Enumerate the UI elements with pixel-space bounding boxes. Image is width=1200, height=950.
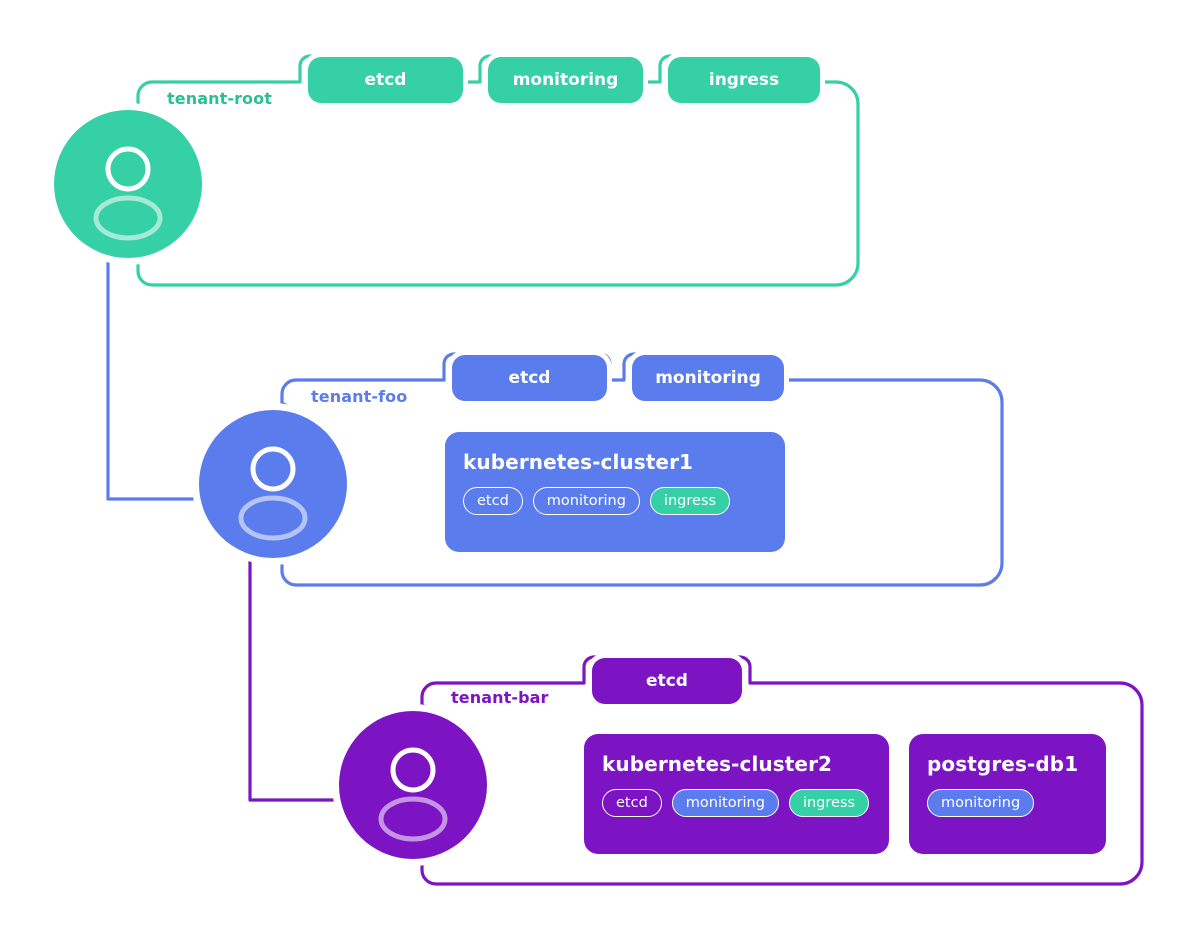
resource-card-kubernetes-cluster2[interactable]: kubernetes-cluster2 etcd monitoring ingr… [584,734,889,854]
chip-monitoring[interactable]: monitoring [671,789,779,817]
resource-card-title: postgres-db1 [927,752,1079,776]
tenant-foo-service-etcd[interactable]: etcd [452,355,607,401]
tenant-bar-container-outline [420,655,1144,886]
chip-ingress[interactable]: ingress [649,487,731,515]
tenant-foo-avatar[interactable] [199,410,347,558]
tenant-root-service-etcd[interactable]: etcd [308,57,463,103]
chip-monitoring[interactable]: monitoring [532,487,640,515]
resource-card-title: kubernetes-cluster2 [602,752,833,776]
tenant-foo-service-monitoring[interactable]: monitoring [632,355,784,401]
tenant-bar-label: tenant-bar [451,688,549,707]
connector-root-to-foo [106,260,198,501]
user-avatar-icon [93,146,163,241]
user-avatar-icon [378,747,448,842]
tenant-root-service-monitoring[interactable]: monitoring [488,57,643,103]
service-badge-label: etcd [508,368,551,388]
tenant-root-container-outline [136,54,860,287]
service-badge-label: etcd [364,70,407,90]
chip-etcd[interactable]: etcd [463,487,523,515]
chip-ingress[interactable]: ingress [788,789,870,817]
service-badge-label: etcd [646,671,688,691]
resource-card-chips: monitoring [927,789,1088,817]
tenant-bar-service-etcd[interactable]: etcd [592,658,742,704]
service-badge-label: monitoring [655,368,761,388]
resource-card-chips: etcd monitoring ingress [602,789,871,817]
tenant-root-service-ingress[interactable]: ingress [668,57,820,103]
user-avatar-icon [238,446,308,541]
tenant-foo-container-outline [280,352,1004,587]
connector-foo-to-bar [248,560,338,802]
tenant-foo-label: tenant-foo [311,387,408,406]
chip-monitoring[interactable]: monitoring [927,789,1035,817]
resource-card-kubernetes-cluster1[interactable]: kubernetes-cluster1 etcd monitoring ingr… [445,432,785,552]
tenant-root-avatar[interactable] [54,110,202,258]
resource-card-chips: etcd monitoring ingress [463,487,767,515]
service-badge-label: monitoring [512,70,619,90]
tenant-bar-avatar[interactable] [339,711,487,859]
service-badge-label: ingress [708,70,780,90]
tenant-root-label: tenant-root [167,89,272,108]
resource-card-postgres-db1[interactable]: postgres-db1 monitoring [909,734,1106,854]
resource-card-title: kubernetes-cluster1 [463,450,694,474]
chip-etcd[interactable]: etcd [602,789,662,817]
